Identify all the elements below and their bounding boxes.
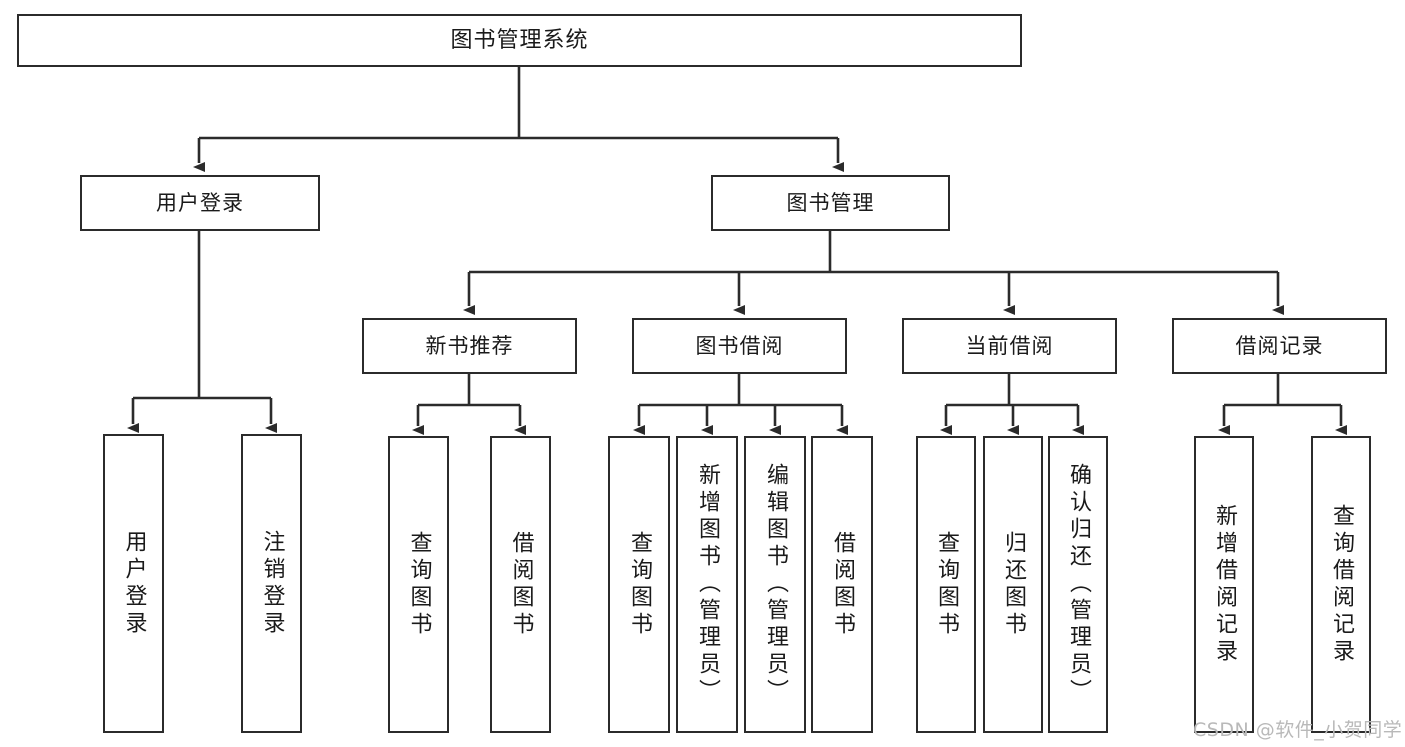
node-book-borrow-label: 图书借阅 bbox=[695, 333, 784, 358]
leaf-borrow-add-book[interactable]: 新增图书（管理员） bbox=[676, 436, 738, 733]
node-borrow-record-label: 借阅记录 bbox=[1235, 333, 1324, 358]
leaf-record-query-record[interactable]: 查询借阅记录 bbox=[1311, 436, 1371, 733]
leaf-borrow-edit-book[interactable]: 编辑图书（管理员） bbox=[744, 436, 806, 733]
leaf-current-query-book-label: 查询图书 bbox=[934, 530, 959, 639]
leaf-borrow-borrow-book[interactable]: 借阅图书 bbox=[811, 436, 873, 733]
leaf-user-login-signout-label: 注销登录 bbox=[259, 529, 285, 638]
node-user-login[interactable]: 用户登录 bbox=[80, 175, 320, 231]
leaf-borrow-edit-book-label: 编辑图书（管理员） bbox=[763, 463, 788, 706]
leaf-newbook-borrow-book-label: 借阅图书 bbox=[508, 530, 534, 639]
csdn-watermark: CSDN @软件_小贺同学 bbox=[1193, 715, 1402, 742]
node-new-book-recommend[interactable]: 新书推荐 bbox=[362, 318, 577, 374]
csdn-watermark-text: CSDN @软件_小贺同学 bbox=[1193, 719, 1403, 741]
leaf-user-login-signin-label: 用户登录 bbox=[121, 529, 147, 638]
node-current-borrow-label: 当前借阅 bbox=[965, 333, 1054, 358]
leaf-newbook-query-book[interactable]: 查询图书 bbox=[388, 436, 449, 733]
node-root-system[interactable]: 图书管理系统 bbox=[17, 14, 1022, 67]
node-book-manage-label: 图书管理 bbox=[786, 190, 875, 215]
leaf-newbook-borrow-book[interactable]: 借阅图书 bbox=[490, 436, 551, 733]
node-user-login-label: 用户登录 bbox=[156, 190, 244, 215]
leaf-record-query-record-label: 查询借阅记录 bbox=[1329, 503, 1354, 666]
node-borrow-record[interactable]: 借阅记录 bbox=[1172, 318, 1387, 374]
leaf-user-login-signout[interactable]: 注销登录 bbox=[241, 434, 302, 733]
leaf-current-confirm-return[interactable]: 确认归还（管理员） bbox=[1048, 436, 1108, 733]
leaf-current-confirm-return-label: 确认归还（管理员） bbox=[1066, 463, 1091, 706]
leaf-borrow-borrow-book-label: 借阅图书 bbox=[830, 530, 855, 639]
leaf-newbook-query-book-label: 查询图书 bbox=[406, 530, 432, 639]
node-new-book-recommend-label: 新书推荐 bbox=[425, 333, 514, 358]
leaf-user-login-signin[interactable]: 用户登录 bbox=[103, 434, 164, 733]
leaf-borrow-query-book-label: 查询图书 bbox=[627, 530, 652, 639]
node-book-manage[interactable]: 图书管理 bbox=[711, 175, 950, 231]
node-root-system-label: 图书管理系统 bbox=[450, 27, 589, 53]
node-book-borrow[interactable]: 图书借阅 bbox=[632, 318, 847, 374]
leaf-borrow-query-book[interactable]: 查询图书 bbox=[608, 436, 670, 733]
leaf-current-query-book[interactable]: 查询图书 bbox=[916, 436, 976, 733]
leaf-borrow-add-book-label: 新增图书（管理员） bbox=[695, 463, 720, 706]
leaf-current-return-book-label: 归还图书 bbox=[1001, 530, 1026, 639]
leaf-record-add-record-label: 新增借阅记录 bbox=[1212, 503, 1237, 666]
leaf-record-add-record[interactable]: 新增借阅记录 bbox=[1194, 436, 1254, 733]
leaf-current-return-book[interactable]: 归还图书 bbox=[983, 436, 1043, 733]
node-current-borrow[interactable]: 当前借阅 bbox=[902, 318, 1117, 374]
